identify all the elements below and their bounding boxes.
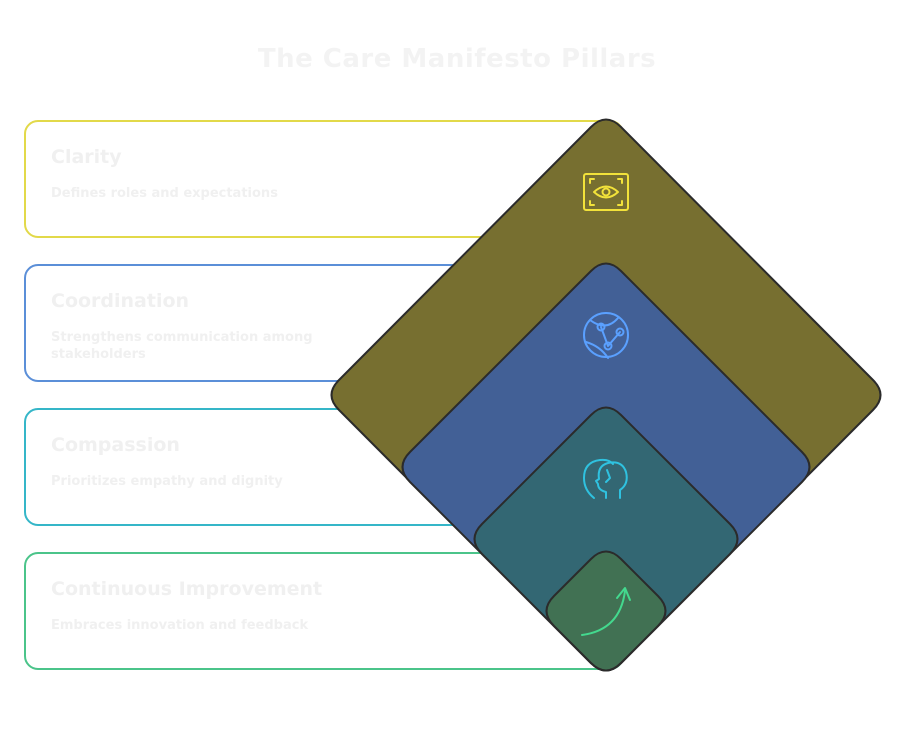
pillar-description: Strengthens communication among stakehol… bbox=[51, 330, 313, 362]
eye-focus-icon bbox=[583, 173, 629, 211]
pillar-label: Continuous Improvement bbox=[51, 578, 323, 600]
pillar-description: Prioritizes empathy and dignity bbox=[51, 474, 283, 489]
pillar-label: Compassion bbox=[51, 434, 180, 456]
network-globe-icon bbox=[583, 312, 629, 359]
diagram-title: The Care Manifesto Pillars bbox=[257, 44, 657, 74]
two-faces-icon bbox=[583, 458, 628, 499]
diamond-continuous-improvement bbox=[545, 550, 667, 672]
pillar-label: Coordination bbox=[51, 290, 190, 312]
pillar-description: Embraces innovation and feedback bbox=[51, 618, 309, 633]
rising-arrow-icon bbox=[581, 587, 631, 636]
pillar-label: Clarity bbox=[51, 146, 122, 168]
pillar-description: Defines roles and expectations bbox=[51, 186, 278, 201]
